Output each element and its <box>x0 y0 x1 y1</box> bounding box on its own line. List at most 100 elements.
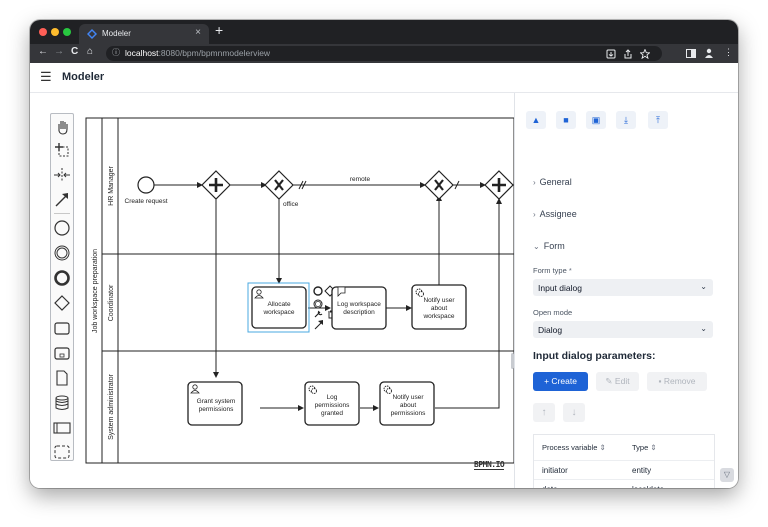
plus-icon: + <box>544 376 550 386</box>
append-intermediate-event-icon[interactable] <box>313 299 323 309</box>
subprocess-tool-icon[interactable] <box>51 343 73 363</box>
install-icon[interactable] <box>606 49 616 59</box>
wrench-icon[interactable] <box>314 310 323 318</box>
forward-button[interactable]: → <box>54 46 64 57</box>
parallel-gateway-join[interactable] <box>484 170 514 200</box>
archive-icon: ▣ <box>591 115 601 125</box>
chevron-down-icon: ⌄ <box>533 242 540 251</box>
lane-hr-manager[interactable]: HR Manager <box>102 165 514 255</box>
back-button[interactable]: ← <box>38 46 48 57</box>
start-event[interactable]: Create request <box>125 176 168 205</box>
table-cell-type[interactable]: entity <box>632 466 652 475</box>
address-bar[interactable]: ⓘ localhost:8080/bpm/bpmnmodelerview <box>106 46 662 61</box>
reload-button[interactable]: C <box>71 46 79 57</box>
pool-tool-icon[interactable] <box>51 418 73 438</box>
validate-button[interactable]: ▲ <box>526 111 546 129</box>
task-log-workspace-description[interactable]: Log workspace description <box>331 286 387 330</box>
data-store-tool-icon[interactable] <box>51 393 73 413</box>
move-up-button[interactable]: ↑ <box>533 403 555 422</box>
tab-close-icon[interactable]: × <box>195 27 201 38</box>
form-type-select[interactable]: Input dialog ⌄ <box>533 279 713 296</box>
sequence-flows[interactable] <box>154 180 502 411</box>
task-label: permissions <box>391 410 426 417</box>
gateway-tool-icon[interactable] <box>51 293 73 313</box>
task-label: Grant system <box>197 398 236 405</box>
download-button[interactable]: ⤓ <box>616 111 636 129</box>
connect-icon[interactable] <box>314 320 323 330</box>
exclusive-gateway-join[interactable] <box>424 170 454 200</box>
browser-tab-modeler[interactable]: Modeler × <box>79 24 209 44</box>
column-header-type[interactable]: Type ⇕ <box>632 443 657 452</box>
form-type-label: Form type * <box>533 266 572 275</box>
task-label: permissions <box>199 406 234 413</box>
task-notify-user-about-workspace[interactable]: Notify user about workspace <box>411 284 467 330</box>
lane-system-administrator[interactable]: System administrator <box>108 373 115 439</box>
profile-icon[interactable] <box>704 48 714 58</box>
connect-tool-icon[interactable] <box>51 190 73 210</box>
task-label: Log <box>327 394 338 401</box>
bpmn-canvas[interactable]: Job workspace preparation HR Manager Coo… <box>30 93 514 488</box>
lasso-tool-icon[interactable] <box>51 140 73 160</box>
bpmn-diagram: Job workspace preparation HR Manager Coo… <box>85 117 514 464</box>
arrow-down-icon: ↓ <box>571 407 577 418</box>
pool-label: Job workspace preparation <box>92 249 99 333</box>
app-header: ☰ Modeler <box>30 63 738 93</box>
group-tool-icon[interactable] <box>51 442 73 462</box>
task-log-permissions-granted[interactable]: Log permissions granted <box>304 381 360 426</box>
move-down-button[interactable]: ↓ <box>563 403 585 422</box>
panel-resize-handle[interactable] <box>511 353 514 369</box>
end-event-tool-icon[interactable] <box>51 268 73 288</box>
share-icon[interactable] <box>623 49 633 59</box>
task-allocate-workspace[interactable]: Allocate workspace <box>247 282 310 333</box>
lane-label-hr-manager: HR Manager <box>108 165 115 205</box>
open-mode-select[interactable]: Dialog ⌄ <box>533 321 713 338</box>
start-event-tool-icon[interactable] <box>51 218 73 238</box>
edit-button[interactable]: ✎ Edit <box>596 372 639 391</box>
home-button[interactable]: ⌂ <box>87 46 94 57</box>
bookmark-star-icon[interactable] <box>640 49 650 59</box>
create-button[interactable]: + Create <box>533 372 588 391</box>
pool[interactable]: Job workspace preparation <box>85 117 514 464</box>
task-tool-icon[interactable] <box>51 318 73 338</box>
task-notify-user-about-permissions[interactable]: Notify user about permissions <box>379 381 435 426</box>
section-form[interactable]: ⌄Form <box>533 241 565 251</box>
upload-button[interactable]: ⤒ <box>648 111 668 129</box>
table-cell-variable[interactable]: date <box>542 485 558 488</box>
chevron-down-icon: ⌄ <box>700 324 707 333</box>
table-cell-type[interactable]: localdate <box>632 485 664 488</box>
chevron-right-icon: › <box>533 178 536 187</box>
close-window-button[interactable] <box>39 28 47 36</box>
parallel-gateway-split[interactable] <box>201 170 231 200</box>
table-cell-variable[interactable]: initiator <box>542 466 568 475</box>
space-tool-icon[interactable] <box>51 165 73 185</box>
section-general[interactable]: ›General <box>533 177 572 187</box>
open-mode-value: Dialog <box>538 325 563 335</box>
archive-button[interactable]: ▣ <box>586 111 606 129</box>
section-assignee[interactable]: ›Assignee <box>533 209 577 219</box>
download-icon: ⤓ <box>624 115 628 125</box>
new-tab-button[interactable]: + <box>215 22 224 38</box>
filter-icon[interactable]: ▽ <box>720 468 734 482</box>
chevron-down-icon: ⌄ <box>700 282 707 291</box>
bpmn-io-logo[interactable]: BPMN.IO <box>474 460 505 470</box>
arrow-up-icon: ↑ <box>541 407 547 418</box>
intermediate-event-tool-icon[interactable] <box>51 243 73 263</box>
task-label: permissions <box>315 402 350 409</box>
more-menu-icon[interactable]: ⋮ <box>724 47 733 57</box>
minimize-window-button[interactable] <box>51 28 59 36</box>
open-mode-label: Open mode <box>533 308 573 317</box>
open-button[interactable]: ■ <box>556 111 576 129</box>
upload-icon: ⤒ <box>656 115 660 125</box>
menu-icon[interactable]: ☰ <box>40 69 52 84</box>
append-end-event-icon[interactable] <box>313 286 323 296</box>
remove-button[interactable]: ▪ Remove <box>647 372 707 391</box>
lane-coordinator[interactable]: Coordinator <box>102 118 514 463</box>
column-header-process-variable[interactable]: Process variable ⇕ <box>542 443 606 452</box>
task-grant-system-permissions[interactable]: Grant system permissions <box>187 381 243 426</box>
exclusive-gateway-split[interactable] <box>264 170 294 200</box>
data-object-tool-icon[interactable] <box>51 368 73 388</box>
site-info-icon[interactable]: ⓘ <box>112 48 120 57</box>
hand-tool-icon[interactable] <box>51 116 73 136</box>
side-panel-icon[interactable] <box>686 49 696 58</box>
maximize-window-button[interactable] <box>63 28 71 36</box>
